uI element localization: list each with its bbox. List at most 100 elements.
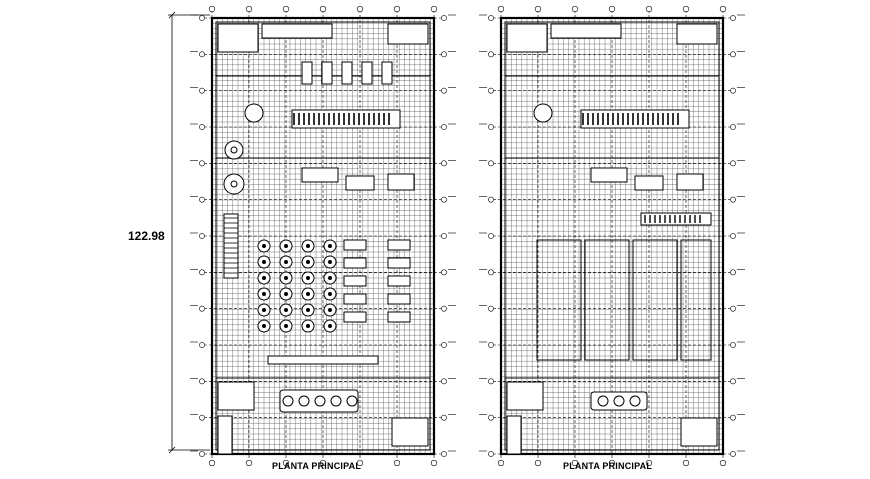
axis-bubble (488, 451, 494, 457)
room (217, 381, 255, 411)
axis-bubble (430, 5, 438, 13)
axis-bubble (441, 51, 447, 58)
fixture (590, 167, 628, 183)
axis-bubble (441, 305, 447, 312)
axis-bubble (488, 305, 494, 312)
axis-bubble (608, 459, 616, 467)
axis-bubble (571, 5, 579, 13)
axis-bubble (441, 233, 447, 239)
axis-bubble (430, 459, 438, 467)
unit (387, 239, 411, 251)
axis-bubble (488, 87, 494, 94)
room-partition (584, 239, 630, 361)
unit (387, 275, 411, 287)
axis-bubble (245, 459, 253, 467)
plan-caption-right: PLANTA PRINCIPAL (563, 461, 653, 471)
axis-bubble (441, 378, 447, 385)
axis-bubble (356, 459, 364, 467)
chair (298, 395, 310, 407)
axis-bubble (730, 233, 736, 239)
axis-bubble (730, 414, 736, 421)
axis-bubble (730, 124, 736, 130)
fixture (676, 173, 704, 191)
axis-bubble (488, 196, 494, 203)
axis-bubble (488, 378, 494, 385)
axis-bubble (730, 51, 736, 58)
axis-bubble (393, 459, 401, 467)
room (506, 381, 544, 411)
axis-bubble (199, 451, 205, 457)
axis-bubble (534, 459, 542, 467)
axis-bubble (199, 233, 205, 239)
axis-bubble (441, 15, 447, 21)
unit (387, 311, 411, 323)
axis-bubble (199, 305, 205, 312)
fixture (634, 175, 664, 191)
chair (314, 395, 326, 407)
room (387, 23, 429, 45)
axis-bubble (534, 5, 542, 13)
axis-bubble (730, 15, 736, 21)
tank (381, 61, 393, 85)
axis-bubble (488, 414, 494, 421)
axis-bubble (719, 5, 727, 13)
room (676, 23, 718, 45)
tank (341, 61, 353, 85)
axis-bubble (199, 196, 205, 203)
axis-bubble (730, 196, 736, 203)
fixture (387, 173, 415, 191)
tank (361, 61, 373, 85)
axis-bubble (730, 378, 736, 385)
chair (346, 395, 358, 407)
room-partition (536, 239, 582, 361)
unit (387, 293, 411, 305)
unit (343, 275, 367, 287)
axis-bubble (208, 459, 216, 467)
tank (301, 61, 313, 85)
axis-bubble (608, 5, 616, 13)
unit (343, 239, 367, 251)
axis-bubble (319, 5, 327, 13)
round-tank (533, 103, 553, 123)
axis-bubble (356, 5, 364, 13)
axis-bubble (682, 5, 690, 13)
axis-bubble (497, 459, 505, 467)
plan-caption-left: PLANTA PRINCIPAL (272, 461, 362, 471)
fixture (301, 167, 339, 183)
axis-bubble (719, 459, 727, 467)
chair (613, 395, 625, 407)
axis-bubble (488, 51, 494, 58)
room (391, 417, 429, 447)
axis-bubble (199, 269, 205, 276)
dimension-label: 122.98 (128, 229, 165, 243)
unit (343, 257, 367, 269)
axis-bubble (199, 87, 205, 94)
axis-bubble (393, 5, 401, 13)
axis-bubble (441, 414, 447, 421)
axis-bubble (497, 5, 505, 13)
axis-bubble (730, 451, 736, 457)
chair (330, 395, 342, 407)
axis-bubble (282, 459, 290, 467)
machine-grid (257, 239, 337, 333)
axis-bubble (730, 305, 736, 312)
axis-bubble (199, 378, 205, 385)
unit (343, 293, 367, 305)
axis-bubble (488, 124, 494, 130)
floor-plan-left (190, 5, 456, 467)
counter (640, 212, 712, 226)
column-axes (479, 5, 745, 467)
axis-bubble (208, 5, 216, 13)
axis-bubble (245, 5, 253, 13)
room (506, 23, 548, 53)
axis-bubble (199, 414, 205, 421)
vertical-dimension-line (168, 11, 210, 454)
room (261, 23, 333, 39)
axis-bubble (730, 160, 736, 167)
axis-bubble (319, 459, 327, 467)
room (550, 23, 622, 39)
unit (387, 257, 411, 269)
round-tank (244, 103, 264, 123)
room (217, 23, 259, 53)
